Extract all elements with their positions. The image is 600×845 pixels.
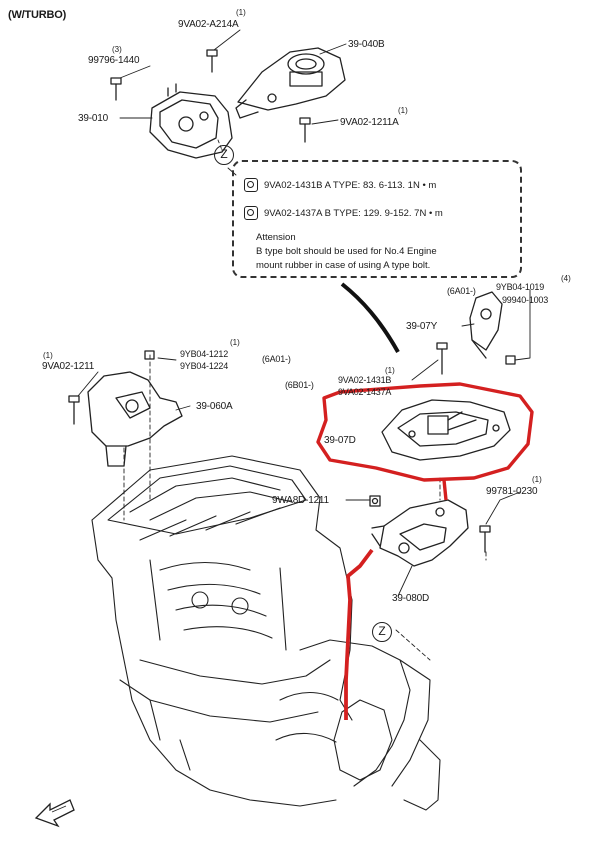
qty-99781-0230: (1)	[532, 475, 542, 484]
spec-b-type: 9VA02-1437A B TYPE: 129. 9-152. 7N • m	[264, 208, 443, 219]
reference-z-top: Z	[214, 145, 234, 165]
bolt-9va02-a214a	[206, 49, 218, 73]
label-9va02-1211a: 9VA02-1211A	[340, 117, 399, 128]
group-6b01: (6B01-)	[285, 380, 314, 390]
label-9va02-1211: 9VA02-1211	[42, 361, 95, 372]
label-39-010: 39-010	[78, 113, 108, 124]
qty-99796-1440: (3)	[112, 45, 122, 54]
bolt-9va02-1211a	[299, 117, 311, 143]
red-highlight	[316, 382, 534, 720]
nut-9wa8d-1211	[369, 495, 381, 507]
attention-title: Attension	[256, 232, 296, 243]
label-39-07y: 39-07Y	[406, 321, 438, 332]
bolt-9va02-1431b	[436, 342, 448, 375]
variant-title: (W/TURBO)	[8, 9, 67, 21]
bolt-99796-1440	[110, 77, 122, 101]
bolt-9yb04-1019	[505, 355, 516, 365]
label-9va02-a214a: 9VA02-A214A	[178, 19, 239, 30]
reference-z-bottom: Z	[372, 622, 392, 642]
group-6a01-left: (6A01-)	[262, 354, 291, 364]
nut-9yb04-1212	[144, 350, 155, 360]
torque-icon	[244, 178, 258, 192]
attention-line-1: B type bolt should be used for No.4 Engi…	[256, 246, 437, 257]
torque-note-box: 9VA02-1431B A TYPE: 83. 6-113. 1N • m 9V…	[232, 160, 522, 278]
bracket-39-07y	[469, 291, 503, 359]
label-99940-1003: 99940-1003	[502, 295, 549, 305]
front-arrow-icon	[34, 799, 75, 828]
note-pointer	[340, 282, 400, 353]
bolt-99781-0230	[479, 525, 491, 553]
label-9yb04-1019: 9YB04-1019	[496, 282, 545, 292]
label-39-080d: 39-080D	[392, 593, 429, 604]
qty-9va02-1211a: (1)	[398, 106, 408, 115]
spec-a-type: 9VA02-1431B A TYPE: 83. 6-113. 1N • m	[264, 180, 437, 191]
label-99796-1440: 99796-1440	[88, 55, 140, 66]
torque-icon	[244, 206, 258, 220]
qty-9va02-1211: (1)	[43, 351, 53, 360]
bracket-39-080d	[371, 499, 469, 567]
label-9yb04-1212: 9YB04-1212	[180, 349, 229, 359]
engine-block	[91, 455, 441, 811]
label-9wa8d-1211: 9WA8D-1211	[272, 495, 329, 506]
label-99781-0230: 99781-0230	[486, 486, 538, 497]
group-6a01-right: (6A01-)	[447, 286, 476, 296]
label-9va02-1431b: 9VA02-1431B	[338, 375, 392, 385]
label-9yb04-1224: 9YB04-1224	[180, 361, 229, 371]
engine-mount-39-060a	[87, 371, 183, 467]
qty-9yb04-1212: (1)	[230, 338, 240, 347]
label-39-07d: 39-07D	[324, 435, 356, 446]
engine-mount-39-07d	[381, 399, 511, 461]
label-9va02-1437a: 9VA02-1437A	[338, 387, 392, 397]
qty-9va02-a214a: (1)	[236, 8, 246, 17]
qty-9yb04-1019: (4)	[561, 274, 571, 283]
engine-mount-39-040b	[235, 47, 346, 119]
label-39-040b: 39-040B	[348, 39, 385, 50]
bolt-9va02-1211	[68, 395, 80, 425]
qty-9va02-1431b: (1)	[385, 366, 395, 375]
attention-line-2: mount rubber in case of using A type bol…	[256, 260, 431, 271]
label-39-060a: 39-060A	[196, 401, 233, 412]
